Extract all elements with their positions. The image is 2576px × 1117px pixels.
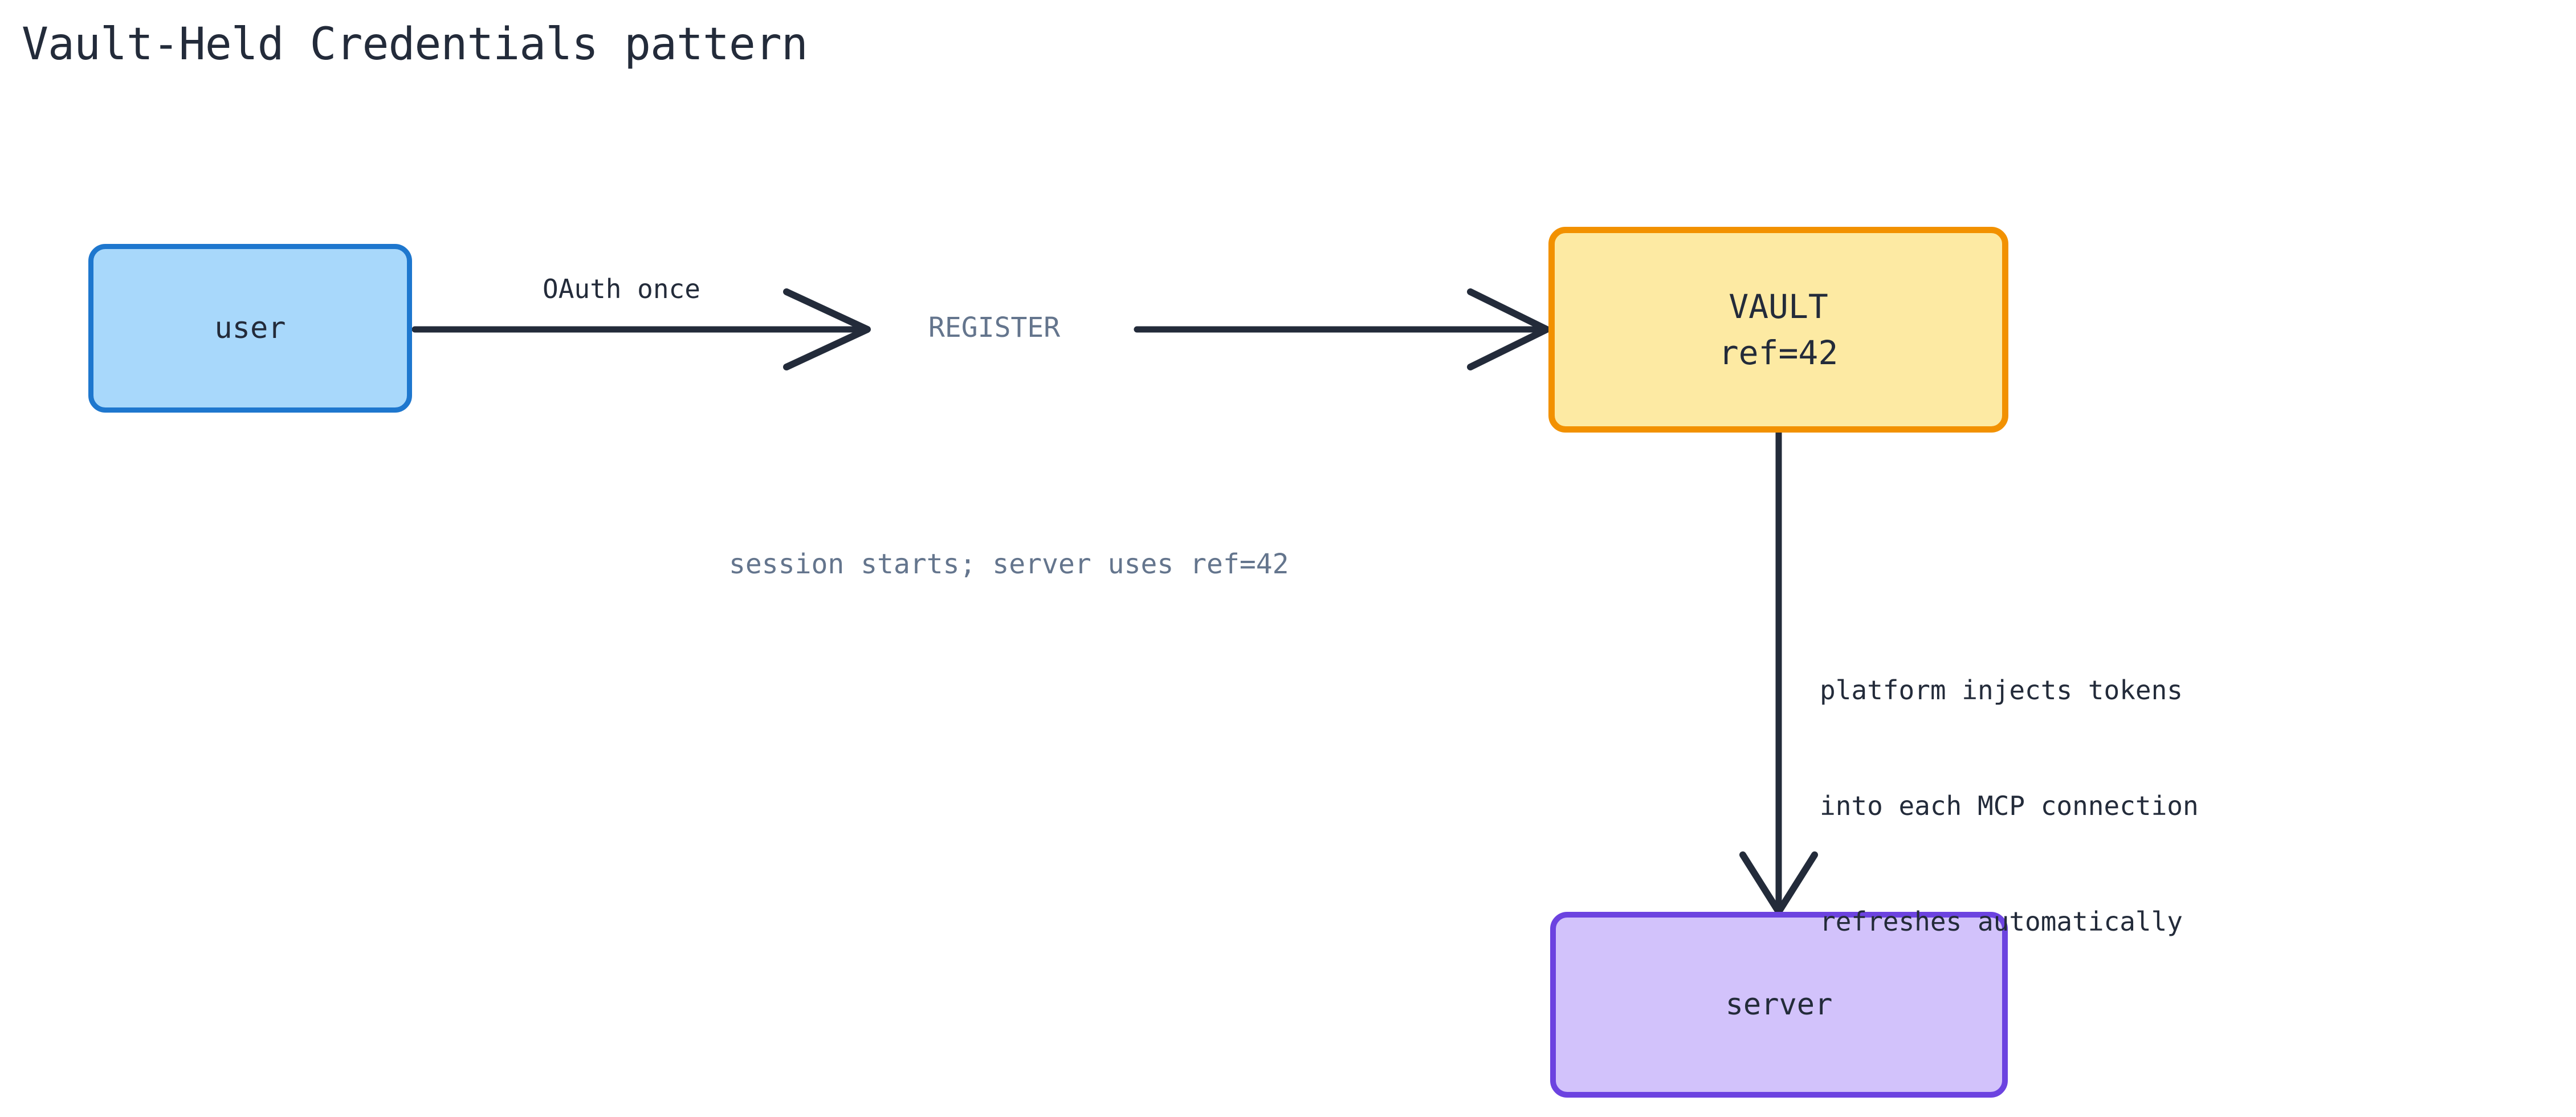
node-user-label: user	[214, 311, 286, 345]
arrowhead-register-to-vault-icon	[1467, 288, 1550, 370]
arrowhead-user-to-register-icon	[783, 288, 871, 370]
annotation-platform-note: platform injects tokens into each MCP co…	[1820, 594, 2199, 1018]
page-title: Vault-Held Credentials pattern	[22, 19, 808, 70]
edge-label-oauth-once: OAuth once	[543, 274, 700, 304]
node-vault-label-ref: ref=42	[1718, 333, 1839, 372]
node-vault-label-title: VAULT	[1729, 287, 1828, 327]
edge-register-to-vault	[1134, 288, 1550, 370]
annotation-platform-note-line2: into each MCP connection	[1820, 790, 2199, 822]
node-user[interactable]: user	[88, 244, 412, 413]
arrowhead-vault-to-server-icon	[1739, 851, 1818, 915]
annotation-session-note: session starts; server uses ref=42	[729, 548, 1289, 580]
edge-vault-to-server	[1739, 429, 1818, 915]
annotation-platform-note-line1: platform injects tokens	[1820, 675, 2183, 706]
node-server-label: server	[1725, 988, 1833, 1022]
edge-label-register: REGISTER	[928, 312, 1061, 344]
node-server[interactable]: server	[1550, 912, 2008, 1098]
node-vault[interactable]: VAULT ref=42	[1548, 227, 2008, 433]
annotation-platform-note-line3: refreshes automatically	[1820, 906, 2183, 937]
